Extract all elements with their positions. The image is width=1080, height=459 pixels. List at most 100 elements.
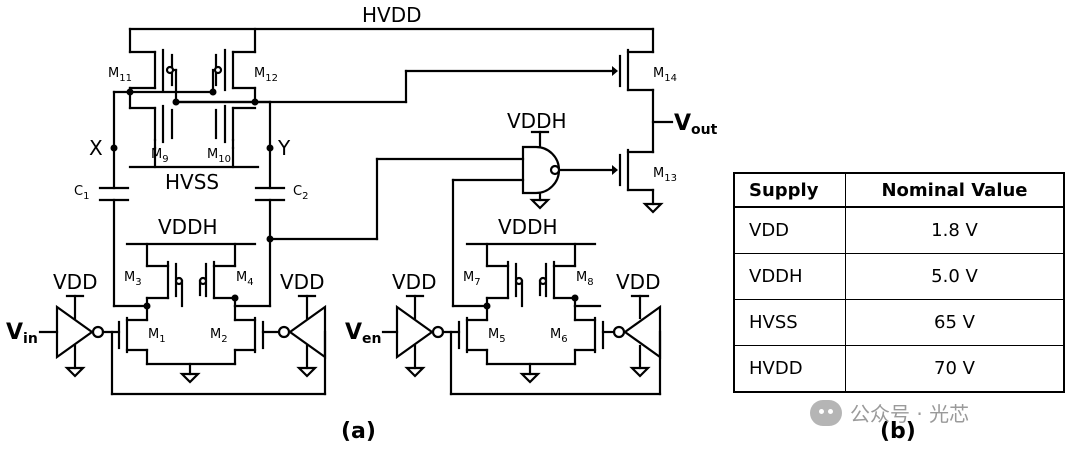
m4-label: M [236, 270, 247, 285]
watermark-text: 公众号 · 光芯 [850, 402, 970, 426]
transistor-m11: M11 [108, 48, 178, 94]
ven-sub: en [362, 331, 381, 347]
c1-label: C [74, 184, 83, 199]
transistor-m4: M4 [198, 260, 254, 300]
hvdd-rail: HVDD [128, 3, 655, 54]
transistor-m8: M8 [538, 260, 594, 300]
svg-text:M10: M10 [207, 147, 231, 165]
m7-label: M [463, 270, 474, 285]
hvdd-label: HVDD [362, 3, 422, 27]
transistor-m9: M9 [128, 90, 174, 165]
c2-label: C [293, 184, 302, 199]
m13-sub: 13 [664, 173, 677, 184]
vddh-left-label: VDDH [158, 215, 218, 239]
table-row: HVDD 70 V [733, 345, 1065, 393]
supply-table: Supply Nominal Value VDD 1.8 V VDDH 5.0 … [733, 172, 1065, 393]
svg-text:Ven: Ven [345, 320, 382, 347]
svg-text:M6: M6 [550, 327, 568, 345]
left-cross-wires [112, 279, 272, 310]
nand-gate: VDDH [451, 109, 567, 308]
svg-text:M3: M3 [124, 270, 142, 288]
node-x: X [89, 90, 132, 190]
hvss-label: HVSS [165, 170, 219, 194]
svg-text:M4: M4 [236, 270, 254, 288]
capacitor-c2: C2 [254, 184, 308, 308]
m6-sub: 6 [561, 334, 567, 345]
svg-text:M8: M8 [576, 270, 594, 288]
left-inverter-vin: VDD Vin [6, 270, 121, 378]
m12-label: M [254, 66, 265, 81]
vdd-4-label: VDD [616, 270, 660, 294]
vdd-1-label: VDD [53, 270, 97, 294]
transistor-m3: M3 [124, 260, 184, 300]
svg-text:M2: M2 [210, 327, 228, 345]
ven-label: V [345, 320, 362, 345]
svg-text:Vout: Vout [674, 111, 718, 138]
m8-label: M [576, 270, 587, 285]
m10-sub: 10 [218, 154, 231, 165]
output-node: Vout [651, 111, 718, 138]
svg-text:M13: M13 [653, 166, 677, 184]
table-cell: HVSS [733, 299, 846, 346]
left-vddh-rail: VDDH [125, 215, 257, 268]
svg-text:M7: M7 [463, 270, 481, 288]
right-inverter-ven: VDD Ven [345, 270, 461, 378]
vdd-2-label: VDD [280, 270, 324, 294]
m2-sub: 2 [221, 334, 227, 345]
table-cell: HVDD [733, 345, 846, 393]
table-cell: 70 V [845, 345, 1065, 393]
transistor-m14: M14 [618, 48, 677, 154]
m11-label: M [108, 66, 119, 81]
m12-sub: 12 [265, 73, 278, 84]
wire-m14-gate [174, 66, 618, 104]
svg-text:M12: M12 [254, 66, 278, 84]
transistor-m7: M7 [463, 260, 524, 300]
node-x-label: X [89, 136, 103, 160]
table-cell: VDDH [733, 253, 846, 300]
m5-label: M [488, 327, 499, 342]
vdd-3-label: VDD [392, 270, 436, 294]
vddh-right-label: VDDH [498, 215, 558, 239]
m10-label: M [207, 147, 218, 162]
table-row: HVSS 65 V [733, 299, 1065, 346]
table-cell: 5.0 V [845, 253, 1065, 300]
m1-sub: 1 [159, 334, 165, 345]
m3-label: M [124, 270, 135, 285]
m4-sub: 4 [247, 277, 253, 288]
left-inverter-inverted: VDD [110, 270, 327, 396]
svg-text:Vin: Vin [6, 320, 38, 347]
m8-sub: 8 [587, 277, 593, 288]
m1-label: M [148, 327, 159, 342]
transistor-m6: M6 [550, 304, 605, 366]
svg-text:M9: M9 [151, 147, 169, 165]
vin-label: V [6, 320, 23, 345]
caption-b: (b) [880, 419, 916, 444]
table-row: VDDH 5.0 V [733, 253, 1065, 300]
table-cell: 1.8 V [845, 206, 1065, 254]
left-tail [145, 362, 237, 384]
svg-text:C1: C1 [74, 184, 89, 202]
transistor-m10: M10 [207, 104, 257, 165]
column-header-supply: Supply [733, 172, 846, 208]
vout-label: V [674, 111, 691, 136]
transistor-m13: M13 [553, 148, 677, 214]
wechat-icon [810, 399, 842, 426]
node-y: Y [266, 100, 291, 190]
hvss-rail: HVSS [128, 146, 260, 194]
m3-sub: 3 [135, 277, 141, 288]
svg-text:M11: M11 [108, 66, 132, 84]
transistor-m5: M5 [457, 304, 506, 366]
m11-sub: 11 [119, 73, 132, 84]
transistor-m1: M1 [117, 304, 166, 366]
table-header-row: Supply Nominal Value [733, 172, 1065, 208]
svg-text:M5: M5 [488, 327, 506, 345]
table-row: VDD 1.8 V [733, 206, 1065, 254]
vin-sub: in [23, 331, 38, 347]
svg-text:C2: C2 [293, 184, 308, 202]
watermark: 公众号 · 光芯 [810, 398, 969, 427]
c1-sub: 1 [83, 191, 89, 202]
m5-sub: 5 [499, 334, 505, 345]
right-cross-wires [451, 279, 602, 310]
m14-sub: 14 [664, 73, 677, 84]
right-vddh-rail: VDDH [465, 215, 597, 268]
